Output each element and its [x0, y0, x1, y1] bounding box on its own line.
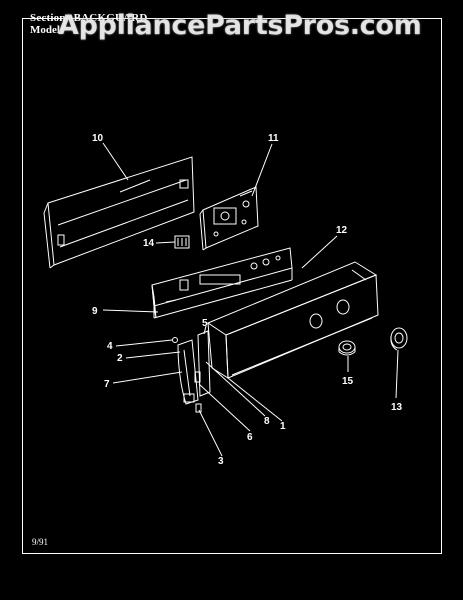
part-6-clip [194, 371, 202, 413]
part-9-bezel [151, 247, 293, 319]
callout-labels: 10 11 12 14 9 5 4 2 7 8 1 6 3 15 13 [92, 133, 403, 467]
model-line: Model [30, 24, 66, 36]
watermark: AppliancePartsPros.com [58, 10, 422, 41]
callout-9: 9 [92, 306, 98, 317]
part-12-console [206, 261, 379, 379]
diagram-frame [22, 18, 442, 554]
callout-2: 2 [117, 353, 123, 364]
callout-1: 1 [280, 421, 286, 432]
section-value: BACKGUARD [73, 12, 148, 24]
part-14-component [174, 235, 190, 249]
part-15-knob [338, 340, 356, 356]
date-code: 9/91 [32, 537, 49, 547]
callout-10: 10 [92, 133, 104, 144]
callout-14: 14 [143, 238, 155, 249]
leader-lines [102, 142, 399, 457]
callout-3: 3 [218, 456, 224, 467]
part-11-control-board [199, 186, 259, 251]
part-13-knob [390, 327, 408, 351]
callout-12: 12 [336, 225, 348, 236]
section-line: Section BACKGUARD [30, 12, 148, 24]
part-10-rear-panel [43, 156, 195, 269]
section-label: Section [30, 12, 66, 24]
callout-13: 13 [391, 402, 403, 413]
part-4-screw [172, 337, 178, 343]
callout-15: 15 [342, 376, 354, 387]
model-label: Model [30, 24, 60, 36]
callout-5: 5 [202, 318, 208, 329]
callout-11: 11 [268, 133, 279, 144]
callout-4: 4 [107, 341, 113, 352]
part-2-end-bracket [177, 339, 199, 405]
callout-7: 7 [104, 379, 110, 390]
callout-8: 8 [264, 416, 270, 427]
callout-6: 6 [247, 432, 253, 443]
